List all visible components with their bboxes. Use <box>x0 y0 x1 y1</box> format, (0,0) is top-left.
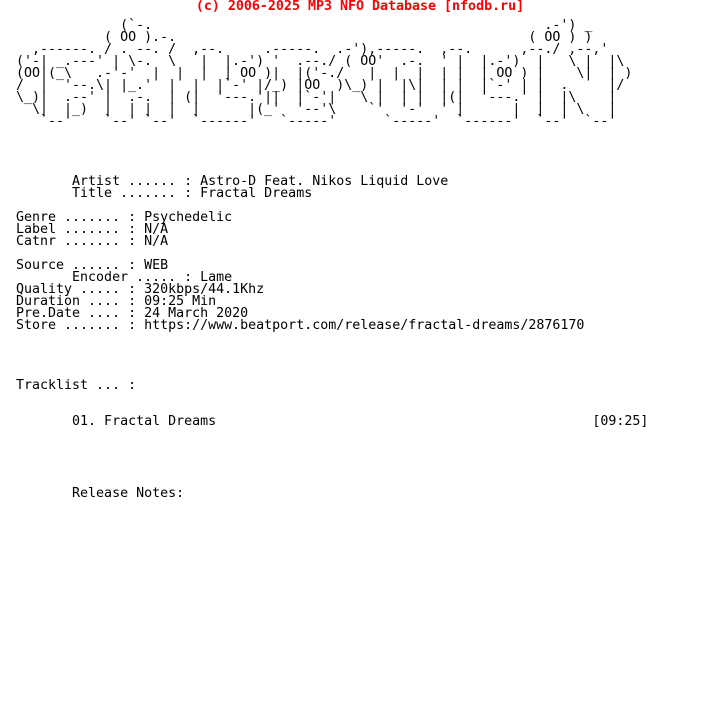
ascii-art-line: \| |_) | | | | | |(_' '--'\ `' '-' ' | |… <box>16 102 617 117</box>
ascii-art-line: ,------. / . --. / ,--. .-----. .-'),---… <box>16 42 609 57</box>
site-header: (c) 2006-2025 MP3 NFO Database [nfodb.ru… <box>0 0 720 13</box>
nfo-document: (`-. .-') _ ( OO ).-. ( OO ) ) ,------. … <box>16 18 649 501</box>
nfo-line <box>16 332 648 344</box>
nfo-line <box>16 140 648 152</box>
ascii-art-line: ('-| _.---' | \-. \ | |.-') ' .--./ ( OO… <box>16 54 625 69</box>
nfo-line: Quality ..... : 320kbps/44.1Khz <box>16 282 265 297</box>
nfo-line: Catnr ....... : N/A <box>16 234 169 249</box>
ascii-art-line: (OO|(_\ .-'-' | | | | OO )| |('-./ | | |… <box>16 66 633 81</box>
nfo-line: Release Notes: <box>16 486 185 501</box>
nfo-line <box>16 452 648 464</box>
nfo-line: Artist ...... : Astro-D Feat. Nikos Liqu… <box>16 174 449 189</box>
ascii-art-line: (`-. .-') _ <box>16 18 593 33</box>
ascii-art-line: ( OO ).-. ( OO ) ) <box>16 30 593 45</box>
nfo-line <box>16 464 648 476</box>
nfo-line: Pre.Date .... : 24 March 2020 <box>16 306 249 321</box>
nfo-line: Store ....... : https://www.beatport.com… <box>16 318 585 333</box>
ascii-art-line: `--' `--' `--' `------' `-----' `-----' … <box>16 114 617 129</box>
nfo-line <box>16 128 648 140</box>
nfo-line: Tracklist ... : <box>16 378 137 393</box>
nfo-line <box>16 428 648 440</box>
ascii-art-line: \_)| .--' | .-. | (| '---.'|| |`-'| \ | … <box>16 90 617 105</box>
nfo-line: Genre ....... : Psychedelic <box>16 210 233 225</box>
nfo-line: Encoder ..... : Lame <box>16 270 233 285</box>
nfo-line <box>16 344 648 356</box>
nfo-line <box>16 152 648 164</box>
copyright-text: (c) 2006-2025 MP3 NFO Database [nfodb.ru… <box>195 0 525 14</box>
nfo-line <box>16 440 648 452</box>
nfo-line: 01. Fractal Dreams [09:25] <box>16 414 649 429</box>
nfo-line: Duration .... : 09:25 Min <box>16 294 217 309</box>
nfo-line: Label ....... : N/A <box>16 222 169 237</box>
ascii-art-line: / | '--.\| |_.' | | |`-' |/_) |OO )\_) |… <box>16 78 625 93</box>
nfo-line <box>16 356 648 368</box>
nfo-line <box>16 392 648 404</box>
nfo-line: Source ...... : WEB <box>16 258 169 273</box>
nfo-line: Title ....... : Fractal Dreams <box>16 186 313 201</box>
